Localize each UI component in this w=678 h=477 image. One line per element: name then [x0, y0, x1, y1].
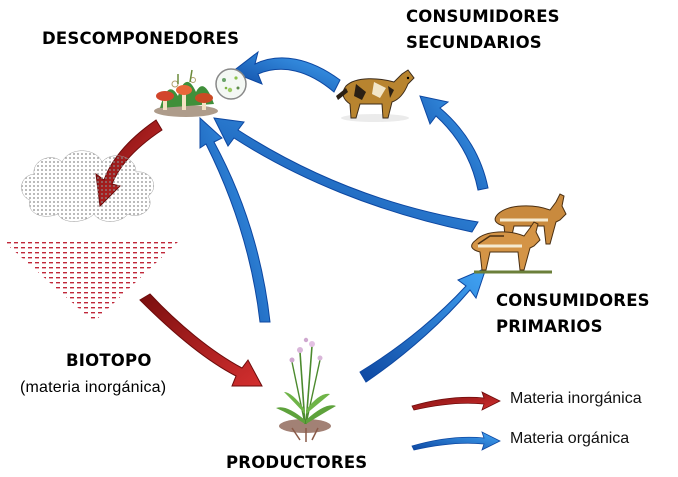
label-consumidores-secundarios-line2: SECUNDARIOS	[406, 33, 542, 52]
arrow-secundarios-to-descomponedores	[230, 50, 341, 93]
label-descomponedores: DESCOMPONEDORES	[42, 29, 240, 48]
arrow-biotopo-to-productores	[139, 293, 263, 387]
label-consumidores-secundarios-line1: CONSUMIDORES	[406, 7, 560, 26]
label-biotopo: BIOTOPO	[66, 351, 152, 370]
label-consumidores-primarios-line1: CONSUMIDORES	[496, 291, 650, 310]
arrow-productores-to-descomponedores	[199, 116, 271, 323]
mushroom-cluster-icon	[154, 69, 218, 117]
microbe-dish-icon	[215, 68, 247, 100]
wild-dog-icon	[336, 69, 415, 122]
label-consumidores-primarios-line2: PRIMARIOS	[496, 317, 603, 336]
arrow-primarios-to-descomponedores	[213, 117, 479, 233]
legend-label-inorganica: Materia inorgánica	[510, 390, 642, 407]
legend-label-organica: Materia orgánica	[510, 430, 630, 447]
soil-triangle-icon	[2, 240, 180, 322]
arrow-productores-to-primarios	[359, 267, 487, 383]
legend-arrow-organica	[411, 431, 501, 451]
plant-icon	[276, 337, 336, 442]
legend-arrow-inorganica	[411, 391, 501, 411]
label-biotopo-sub: (materia inorgánica)	[20, 379, 167, 396]
arrow-primarios-to-secundarios	[419, 95, 489, 191]
label-productores: PRODUCTORES	[226, 453, 368, 472]
antelope-icon	[471, 193, 567, 274]
cloud-icon	[21, 150, 154, 222]
